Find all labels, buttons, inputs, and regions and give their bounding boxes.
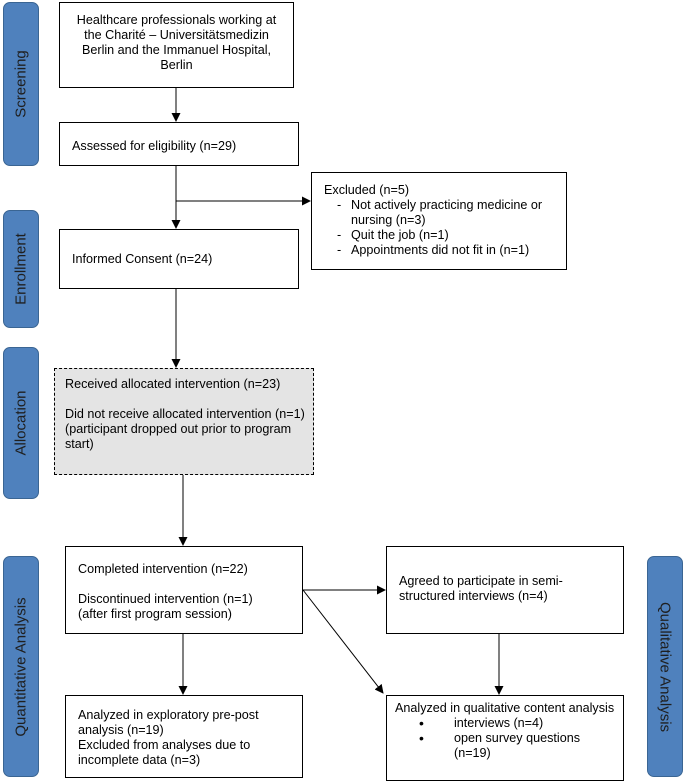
excluded-reason: Not actively practicing medicine or nurs… (335, 198, 558, 228)
phase-enrollment: Enrollment (3, 210, 39, 328)
box-excluded: Excluded (n=5) Not actively practicing m… (311, 172, 567, 270)
phase-allocation: Allocation (3, 347, 39, 499)
excluded-reason: Appointments did not fit in (n=1) (335, 243, 558, 258)
box-completed-intervention: Completed intervention (n=22) Discontinu… (65, 546, 303, 634)
healthcare-line-4: Berlin (160, 58, 193, 72)
healthcare-line-3: Berlin and the Immanuel Hospital, (81, 43, 271, 57)
box-allocation: Received allocated intervention (n=23) D… (54, 368, 314, 475)
box-informed-consent: Informed Consent (n=24) (59, 229, 299, 289)
completed-text: Completed intervention (n=22) (78, 562, 248, 576)
box-analyzed-qualitative: Analyzed in qualitative content analysis… (386, 695, 624, 781)
phase-quantitative-analysis: Quantitative Analysis (3, 556, 39, 777)
agreed-text: Agreed to participate in semi-structured… (399, 574, 563, 603)
box-analyzed-prepost: Analyzed in exploratory pre-post analysi… (65, 695, 303, 778)
excluded-reason: Quit the job (n=1) (335, 228, 558, 243)
phase-screening: Screening (3, 2, 39, 166)
box-agreed-interviews: Agreed to participate in semi-structured… (386, 546, 624, 634)
qualitative-title: Analyzed in qualitative content analysis (395, 701, 615, 715)
allocation-received: Received allocated intervention (n=23) (65, 377, 281, 391)
prepost-analyzed: Analyzed in exploratory pre-post analysi… (78, 708, 259, 737)
allocation-not-received: Did not receive allocated intervention (… (65, 407, 305, 421)
consent-text: Informed Consent (n=24) (72, 252, 213, 266)
phase-qualitative-analysis-label: Qualitative Analysis (656, 601, 674, 732)
qualitative-item: interviews (n=4) (395, 716, 615, 731)
phase-screening-label: Screening (12, 50, 30, 118)
phase-allocation-label: Allocation (12, 390, 30, 456)
discontinued-note: (after first program session) (78, 607, 232, 621)
healthcare-line-1: Healthcare professionals working at (76, 13, 277, 27)
prepost-excluded: Excluded from analyses due to incomplete… (78, 738, 251, 767)
healthcare-line-2: the Charité – Universitätsmedizin (84, 28, 269, 42)
assessed-text: Assessed for eligibility (n=29) (72, 139, 237, 153)
phase-qualitative-analysis: Qualitative Analysis (647, 556, 683, 777)
phase-quantitative-analysis-label: Quantitative Analysis (12, 596, 30, 737)
qualitative-item: open survey questions (n=19) (395, 731, 615, 761)
excluded-title: Excluded (n=5) (324, 183, 410, 197)
arrow-completed-to-qualitative (302, 589, 384, 694)
box-healthcare-professionals: Healthcare professionals working at the … (59, 2, 294, 88)
phase-enrollment-label: Enrollment (12, 233, 30, 305)
box-assessed-eligibility: Assessed for eligibility (n=29) (59, 122, 299, 166)
allocation-note: (participant dropped out prior to progra… (65, 422, 292, 451)
discontinued-text: Discontinued intervention (n=1) (78, 592, 253, 606)
